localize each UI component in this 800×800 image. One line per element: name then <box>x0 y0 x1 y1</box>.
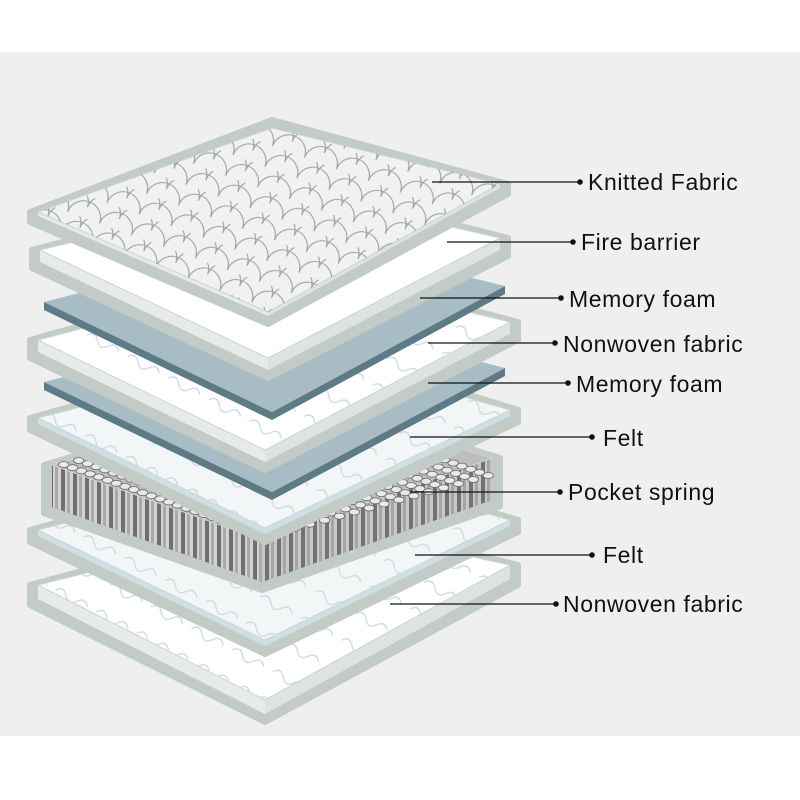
leader-dot <box>553 601 559 607</box>
layer-label: Memory foam <box>569 286 717 312</box>
layer-label: Felt <box>603 425 644 451</box>
layer-label: Nonwoven fabric <box>563 331 744 357</box>
layer-label: Memory foam <box>576 371 724 397</box>
layer-knitted-fabric <box>27 117 511 327</box>
layer-label: Nonwoven fabric <box>563 591 744 617</box>
leader-dot <box>589 552 595 558</box>
leader-dot <box>558 295 564 301</box>
layer-label: Fire barrier <box>581 229 701 255</box>
leader-dot <box>565 380 571 386</box>
leader-dot <box>552 340 558 346</box>
leader-dot <box>577 179 583 185</box>
layer-label: Knitted Fabric <box>588 169 739 195</box>
leader-dot <box>570 239 576 245</box>
leader-dot <box>557 489 563 495</box>
layer-label: Pocket spring <box>568 479 716 505</box>
leader-dot <box>589 434 595 440</box>
layer-label: Felt <box>603 542 644 568</box>
